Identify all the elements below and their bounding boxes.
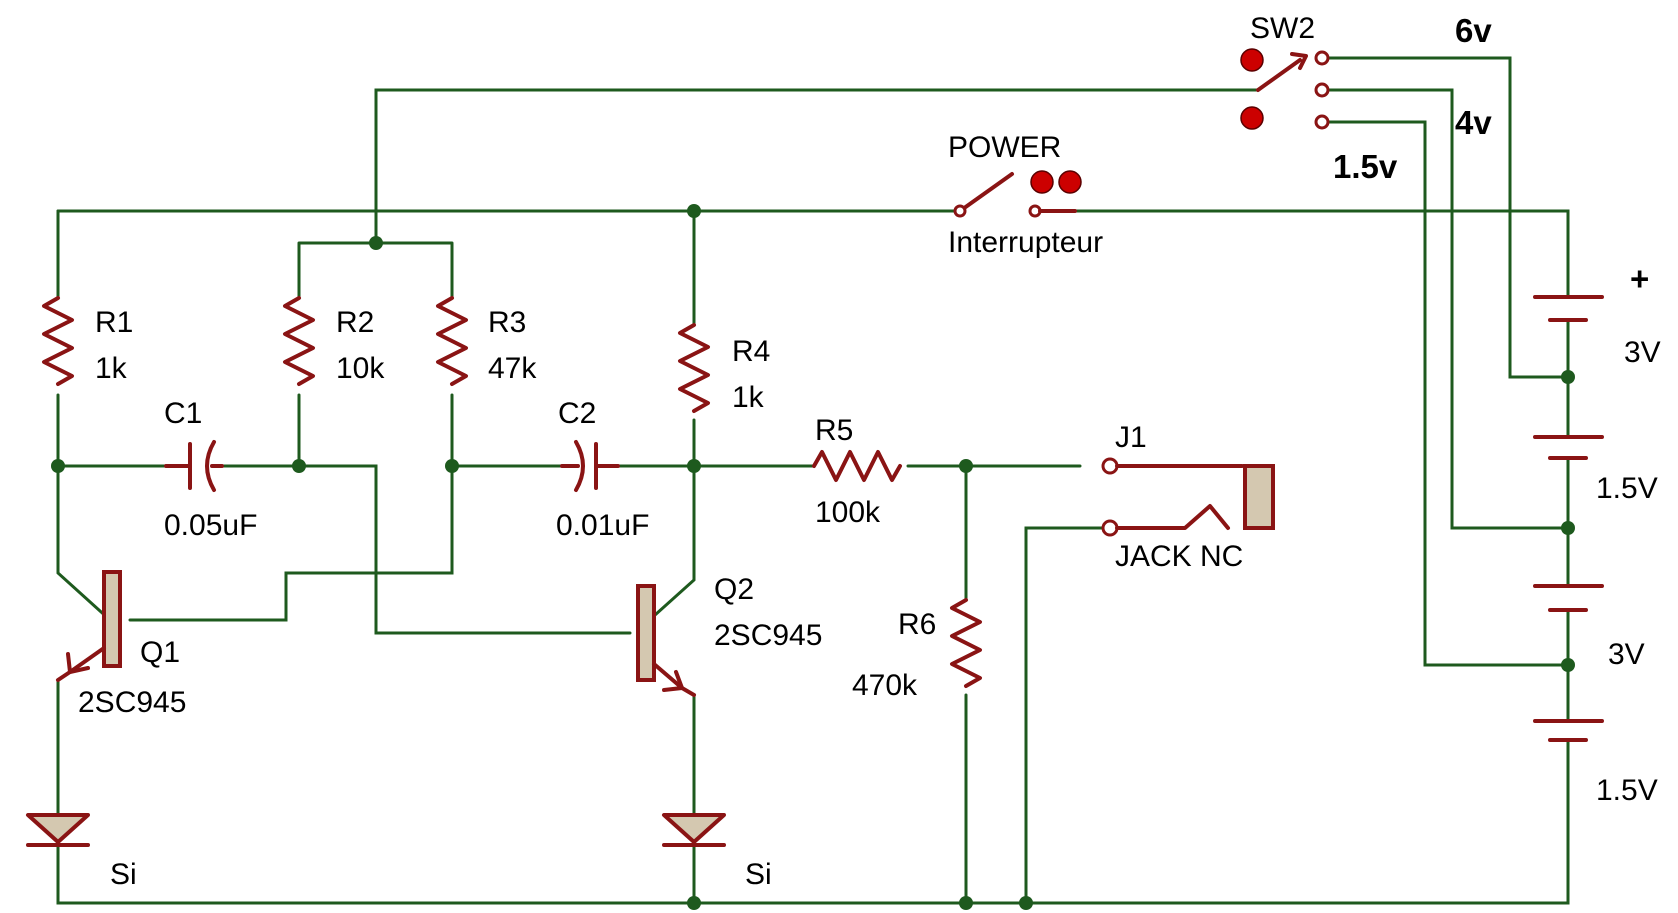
switch-value: Interrupteur xyxy=(948,226,1103,259)
cell-label-4: 1.5V xyxy=(1596,774,1658,807)
resistor-value: 1k xyxy=(95,352,128,385)
diode-d1: Si xyxy=(26,813,137,891)
jack-j1: J1 JACK NC xyxy=(1101,421,1275,573)
resistor-value: 470k xyxy=(852,669,918,702)
battery-plus-sign: + xyxy=(1630,260,1649,297)
transistor-ref: Q1 xyxy=(140,636,180,669)
resistor-r6: R6 470k xyxy=(852,598,982,702)
transistor-value: 2SC945 xyxy=(78,686,186,719)
resistor-value: 47k xyxy=(488,352,537,385)
jack-value: JACK NC xyxy=(1115,540,1243,573)
switch-ref: POWER xyxy=(948,131,1061,164)
cell-label-3: 3V xyxy=(1608,638,1645,671)
capacitor-ref: C1 xyxy=(164,397,202,430)
resistor-ref: R3 xyxy=(488,306,526,339)
battery-stack: + 3V 1.5V 3V 1.5V xyxy=(1533,260,1661,807)
cell-label-1: 3V xyxy=(1624,336,1661,369)
capacitor-value: 0.01uF xyxy=(556,509,649,542)
junction-nodes xyxy=(51,204,1575,910)
resistor-r1: R1 1k xyxy=(42,296,133,386)
capacitor-value: 0.05uF xyxy=(164,509,257,542)
resistor-ref: R1 xyxy=(95,306,133,339)
resistor-ref: R5 xyxy=(815,414,853,447)
resistor-r4: R4 1k xyxy=(678,323,770,414)
transistor-value: 2SC945 xyxy=(714,619,822,652)
jack-ref: J1 xyxy=(1115,421,1147,454)
switch-ref: SW2 xyxy=(1250,12,1315,45)
resistor-ref: R2 xyxy=(336,306,374,339)
resistor-r3: R3 47k xyxy=(436,296,537,386)
resistor-r5: R5 100k xyxy=(812,414,902,529)
cell-label-2: 1.5V xyxy=(1596,472,1658,505)
resistor-r2: R2 10k xyxy=(283,296,385,386)
capacitor-c2: C2 0.01uF xyxy=(556,397,649,542)
switch-position-4v: 4v xyxy=(1455,104,1492,141)
switch-position-6v: 6v xyxy=(1455,12,1492,49)
resistor-value: 1k xyxy=(732,381,765,414)
diode-value: Si xyxy=(745,858,772,891)
transistor-ref: Q2 xyxy=(714,573,754,606)
capacitor-ref: C2 xyxy=(558,397,596,430)
resistor-ref: R6 xyxy=(898,608,936,641)
resistor-value: 10k xyxy=(336,352,385,385)
resistor-ref: R4 xyxy=(732,335,770,368)
diode-value: Si xyxy=(110,858,137,891)
switch-position-1-5v: 1.5v xyxy=(1333,148,1398,185)
capacitor-c1: C1 0.05uF xyxy=(164,397,257,542)
resistor-value: 100k xyxy=(815,496,881,529)
selector-switch-sw2: SW2 6v 4v 1.5v xyxy=(1240,12,1492,185)
transistor-q2: Q2 2SC945 xyxy=(636,573,822,697)
transistor-q1: Q1 2SC945 xyxy=(56,570,186,719)
power-switch: POWER Interrupteur xyxy=(948,131,1103,259)
diode-d2: Si xyxy=(662,813,772,891)
